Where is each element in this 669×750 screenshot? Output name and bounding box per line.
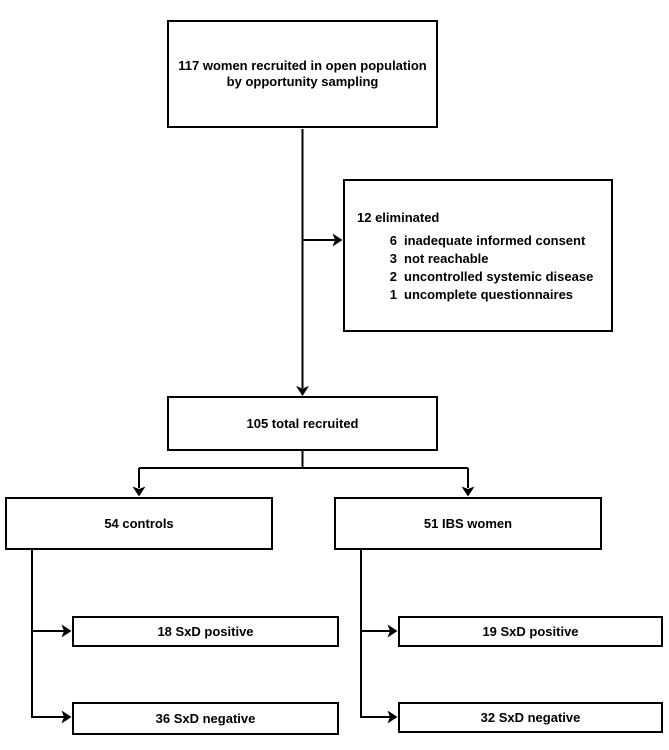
node-recruited: 117 women recruited in open population b… [167,20,438,128]
node-controls-label: 54 controls [104,515,174,531]
node-ibs-sxd-positive: 19 SxD positive [398,616,663,647]
eliminated-item: 1 uncomplete questionnaires [357,286,605,304]
eliminated-item-count: 1 [389,287,397,302]
node-total-label: 105 total recruited [246,415,359,431]
node-recruited-line2: by opportunity sampling [226,74,379,89]
arrow-recruited-to-total [296,129,309,396]
eliminated-item-reason: not reachable [404,251,489,266]
eliminated-item: 3 not reachable [357,250,605,268]
node-controls: 54 controls [5,497,273,550]
arrow-ibs-to-sxd-negative [361,710,398,724]
eliminated-item-reason: uncontrolled systemic disease [404,269,594,284]
node-total-recruited: 105 total recruited [167,396,438,451]
arrow-to-eliminated [302,233,343,247]
node-eliminated: 12 eliminated 6 inadequate informed cons… [343,179,613,332]
arrow-ibs-to-sxd-positive [361,624,398,638]
eliminated-item-reason: uncomplete questionnaires [404,287,574,302]
node-ibs-sxd-negative: 32 SxD negative [398,702,663,733]
eliminated-item-count: 3 [389,251,397,266]
node-controls-sxd-positive: 18 SxD positive [72,616,339,647]
eliminated-item-count: 2 [389,269,397,284]
eliminated-title: 12 eliminated [357,210,440,225]
node-ibs-women: 51 IBS women [334,497,602,550]
eliminated-item-count: 6 [389,233,397,248]
eliminated-item: 6 inadequate informed consent [357,232,605,250]
split-bar [139,450,468,469]
arrow-controls-to-sxd-negative [32,710,72,724]
node-ibs-sxd-negative-label: 32 SxD negative [480,709,581,725]
arrow-controls-to-sxd-positive [32,624,72,638]
eliminated-item-reason: inadequate informed consent [404,233,586,248]
node-ibs-sxd-positive-label: 19 SxD positive [482,623,579,639]
node-controls-sxd-positive-label: 18 SxD positive [157,623,254,639]
eliminated-item: 2 uncontrolled systemic disease [357,268,605,286]
node-ibs-label: 51 IBS women [423,515,513,531]
arrow-to-ibs [461,468,475,497]
eliminated-list: 6 inadequate informed consent 3 not reac… [357,232,605,304]
node-controls-sxd-negative: 36 SxD negative [72,702,339,735]
node-recruited-line1: 117 women recruited in open population [178,58,427,73]
arrow-to-controls [132,468,146,497]
node-controls-sxd-negative-label: 36 SxD negative [155,710,256,726]
